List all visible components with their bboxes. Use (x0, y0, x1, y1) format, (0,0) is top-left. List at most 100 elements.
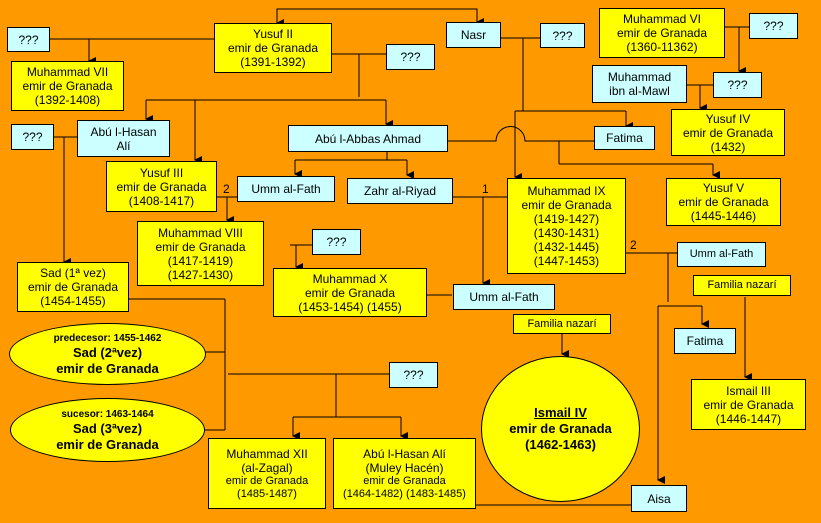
marriage-number: 1 (482, 182, 489, 196)
node-title: emir de Granada (22, 79, 113, 93)
node-reign: (1464-1482) (1483-1485) (343, 487, 466, 500)
node-name: Yusuf III (139, 165, 184, 180)
node-name: Muhammad IX (527, 184, 606, 198)
node-title: emir de Granada (363, 474, 446, 487)
node-title: emir de Granada (227, 41, 319, 55)
node-name: Muhammad X (312, 271, 388, 286)
muhammad-vii-box[interactable]: Muhammad VII emir de Granada (1392-1408) (11, 61, 124, 111)
node-reign: (1427-1430) (167, 267, 234, 282)
node-label: ??? (763, 19, 784, 33)
node-name: Yusuf IV (705, 111, 751, 126)
node-title: emir de Granada (521, 198, 612, 212)
familia-nazari-box[interactable]: Familia nazarí (693, 275, 791, 296)
unknown-person-box[interactable]: ??? (11, 124, 54, 150)
node-reign: (1360-11362) (626, 40, 698, 54)
unknown-person-box[interactable]: ??? (389, 362, 438, 388)
muhammad-viii-box[interactable]: Muhammad VIII emir de Granada (1417-1419… (137, 221, 264, 286)
node-label: ??? (403, 368, 424, 382)
node-label: ??? (552, 28, 573, 43)
node-name: Sad (2ªvez) (72, 344, 143, 360)
node-name: Sad (3ªvez) (72, 420, 143, 436)
node-title: emir de Granada (56, 360, 159, 376)
node-name-cont: (Muley Hacén) (365, 460, 444, 475)
abu-l-hasan-ali-muley-hacen-box[interactable]: Abú l-Hasan Alí (Muley Hacén) emir de Gr… (333, 438, 476, 509)
umm-al-fath-box[interactable]: Umm al-Fath (677, 242, 766, 267)
node-name-cont: Alí (116, 138, 131, 153)
unknown-person-box[interactable]: ??? (540, 23, 585, 48)
node-name: Yusuf II (252, 27, 294, 41)
muhammad-xii-box[interactable]: Muhammad XII (al-Zagal) emir de Granada … (208, 438, 326, 509)
muhammad-x-box[interactable]: Muhammad X emir de Granada (1453-1454) (… (273, 268, 427, 317)
node-reign: (1462-1463) (525, 437, 596, 452)
muhammad-ix-box[interactable]: Muhammad IX emir de Granada (1419-1427) … (507, 178, 626, 274)
node-name: Muhammad (607, 70, 672, 84)
unknown-person-box[interactable]: ??? (7, 27, 50, 52)
umm-al-fath-box[interactable]: Umm al-Fath (453, 284, 555, 310)
node-reign: (1417-1419) (167, 253, 234, 268)
aisa-box[interactable]: Aisa (631, 485, 687, 512)
node-reign: (1485-1487) (237, 487, 297, 500)
node-reign: (1391-1392) (240, 55, 306, 69)
node-label: ??? (22, 130, 43, 144)
familia-nazari-box[interactable]: Familia nazarí (513, 314, 611, 334)
node-name: Umm al-Fath (251, 182, 321, 196)
node-title: emir de Granada (682, 125, 774, 140)
node-reign: (1454-1455) (40, 294, 106, 308)
node-name: Nasr (460, 28, 487, 42)
node-reign: (1453-1454) (1455) (298, 299, 402, 314)
node-title: emir de Granada (616, 26, 708, 40)
sad-1st-box[interactable]: Sad (1ª vez) emir de Granada (1454-1455) (17, 262, 129, 312)
ismail-iii-box[interactable]: Ismail III emir de Granada (1446-1447) (691, 379, 806, 430)
nasr-box[interactable]: Nasr (446, 22, 501, 48)
yusuf-v-box[interactable]: Yusuf V emir de Granada (1445-1446) (666, 178, 781, 226)
unknown-person-box[interactable]: ??? (312, 229, 361, 255)
node-name: Aisa (647, 491, 671, 506)
umm-al-fath-box[interactable]: Umm al-Fath (237, 176, 335, 202)
marriage-number: 2 (223, 182, 230, 196)
node-name: Abú l-Hasan (90, 124, 157, 139)
node-name: Familia nazarí (527, 317, 597, 330)
node-name: Muhammad VIII (158, 225, 243, 240)
yusuf-ii-box[interactable]: Yusuf II emir de Granada (1391-1392) (214, 23, 332, 73)
yusuf-iv-box[interactable]: Yusuf IV emir de Granada (1432) (671, 109, 785, 156)
node-name: Umm al-Fath (689, 248, 754, 260)
node-name-cont: ibn al-Mawl (609, 84, 670, 98)
node-reign: (1432) (710, 139, 746, 154)
sad-3rd-ellipse[interactable]: sucesor: 1463-1464 Sad (3ªvez) emir de G… (10, 398, 205, 462)
node-name: Abú l-Hasan Alí (363, 446, 446, 461)
abu-l-hasan-ali-box[interactable]: Abú l-Hasan Alí (77, 120, 170, 157)
node-title: emir de Granada (703, 397, 794, 412)
node-name: Fatima (686, 334, 724, 348)
sad-2nd-ellipse[interactable]: predecesor: 1455-1462 Sad (2ªvez) emir d… (9, 323, 206, 385)
line-top-bracket (276, 8, 478, 10)
node-title: emir de Granada (225, 474, 309, 487)
muhammad-ibn-al-mawl-box[interactable]: Muhammad ibn al-Mawl (592, 65, 687, 103)
node-label: ??? (400, 50, 421, 64)
node-reign: (1446-1447) (715, 411, 782, 426)
node-title: emir de Granada (678, 195, 769, 209)
abu-l-abbas-ahmad-box[interactable]: Abú l-Abbas Ahmad (288, 125, 448, 152)
node-reign: (1430-1431) (533, 226, 600, 240)
yusuf-iii-box[interactable]: Yusuf III emir de Granada (1408-1417) (106, 161, 217, 212)
ismail-iv-circle[interactable]: Ismail IV emir de Granada (1462-1463) (481, 356, 640, 502)
node-title: emir de Granada (304, 285, 396, 300)
node-name: Ismail IV (534, 405, 587, 420)
node-name: Ismail III (726, 383, 771, 398)
unknown-person-box[interactable]: ??? (386, 44, 435, 70)
node-note: sucesor: 1463-1464 (61, 408, 154, 420)
muhammad-vi-box[interactable]: Muhammad VI emir de Granada (1360-11362) (599, 8, 725, 58)
node-label: ??? (727, 78, 748, 92)
unknown-person-box[interactable]: ??? (713, 72, 762, 98)
fatima-box[interactable]: Fatima (674, 328, 736, 354)
fatima-box[interactable]: Fatima (594, 126, 655, 150)
node-name: Familia nazarí (707, 279, 777, 291)
zahr-al-riyad-box[interactable]: Zahr al-Riyad (347, 178, 453, 204)
marriage-number: 2 (630, 238, 637, 252)
node-title: emir de Granada (116, 179, 207, 194)
node-name: Umm al-Fath (469, 290, 539, 304)
node-title: emir de Granada (509, 421, 612, 436)
node-reign: (1447-1453) (533, 254, 600, 268)
unknown-person-box[interactable]: ??? (749, 13, 798, 39)
node-name-cont: (al-Zagal) (241, 460, 293, 475)
